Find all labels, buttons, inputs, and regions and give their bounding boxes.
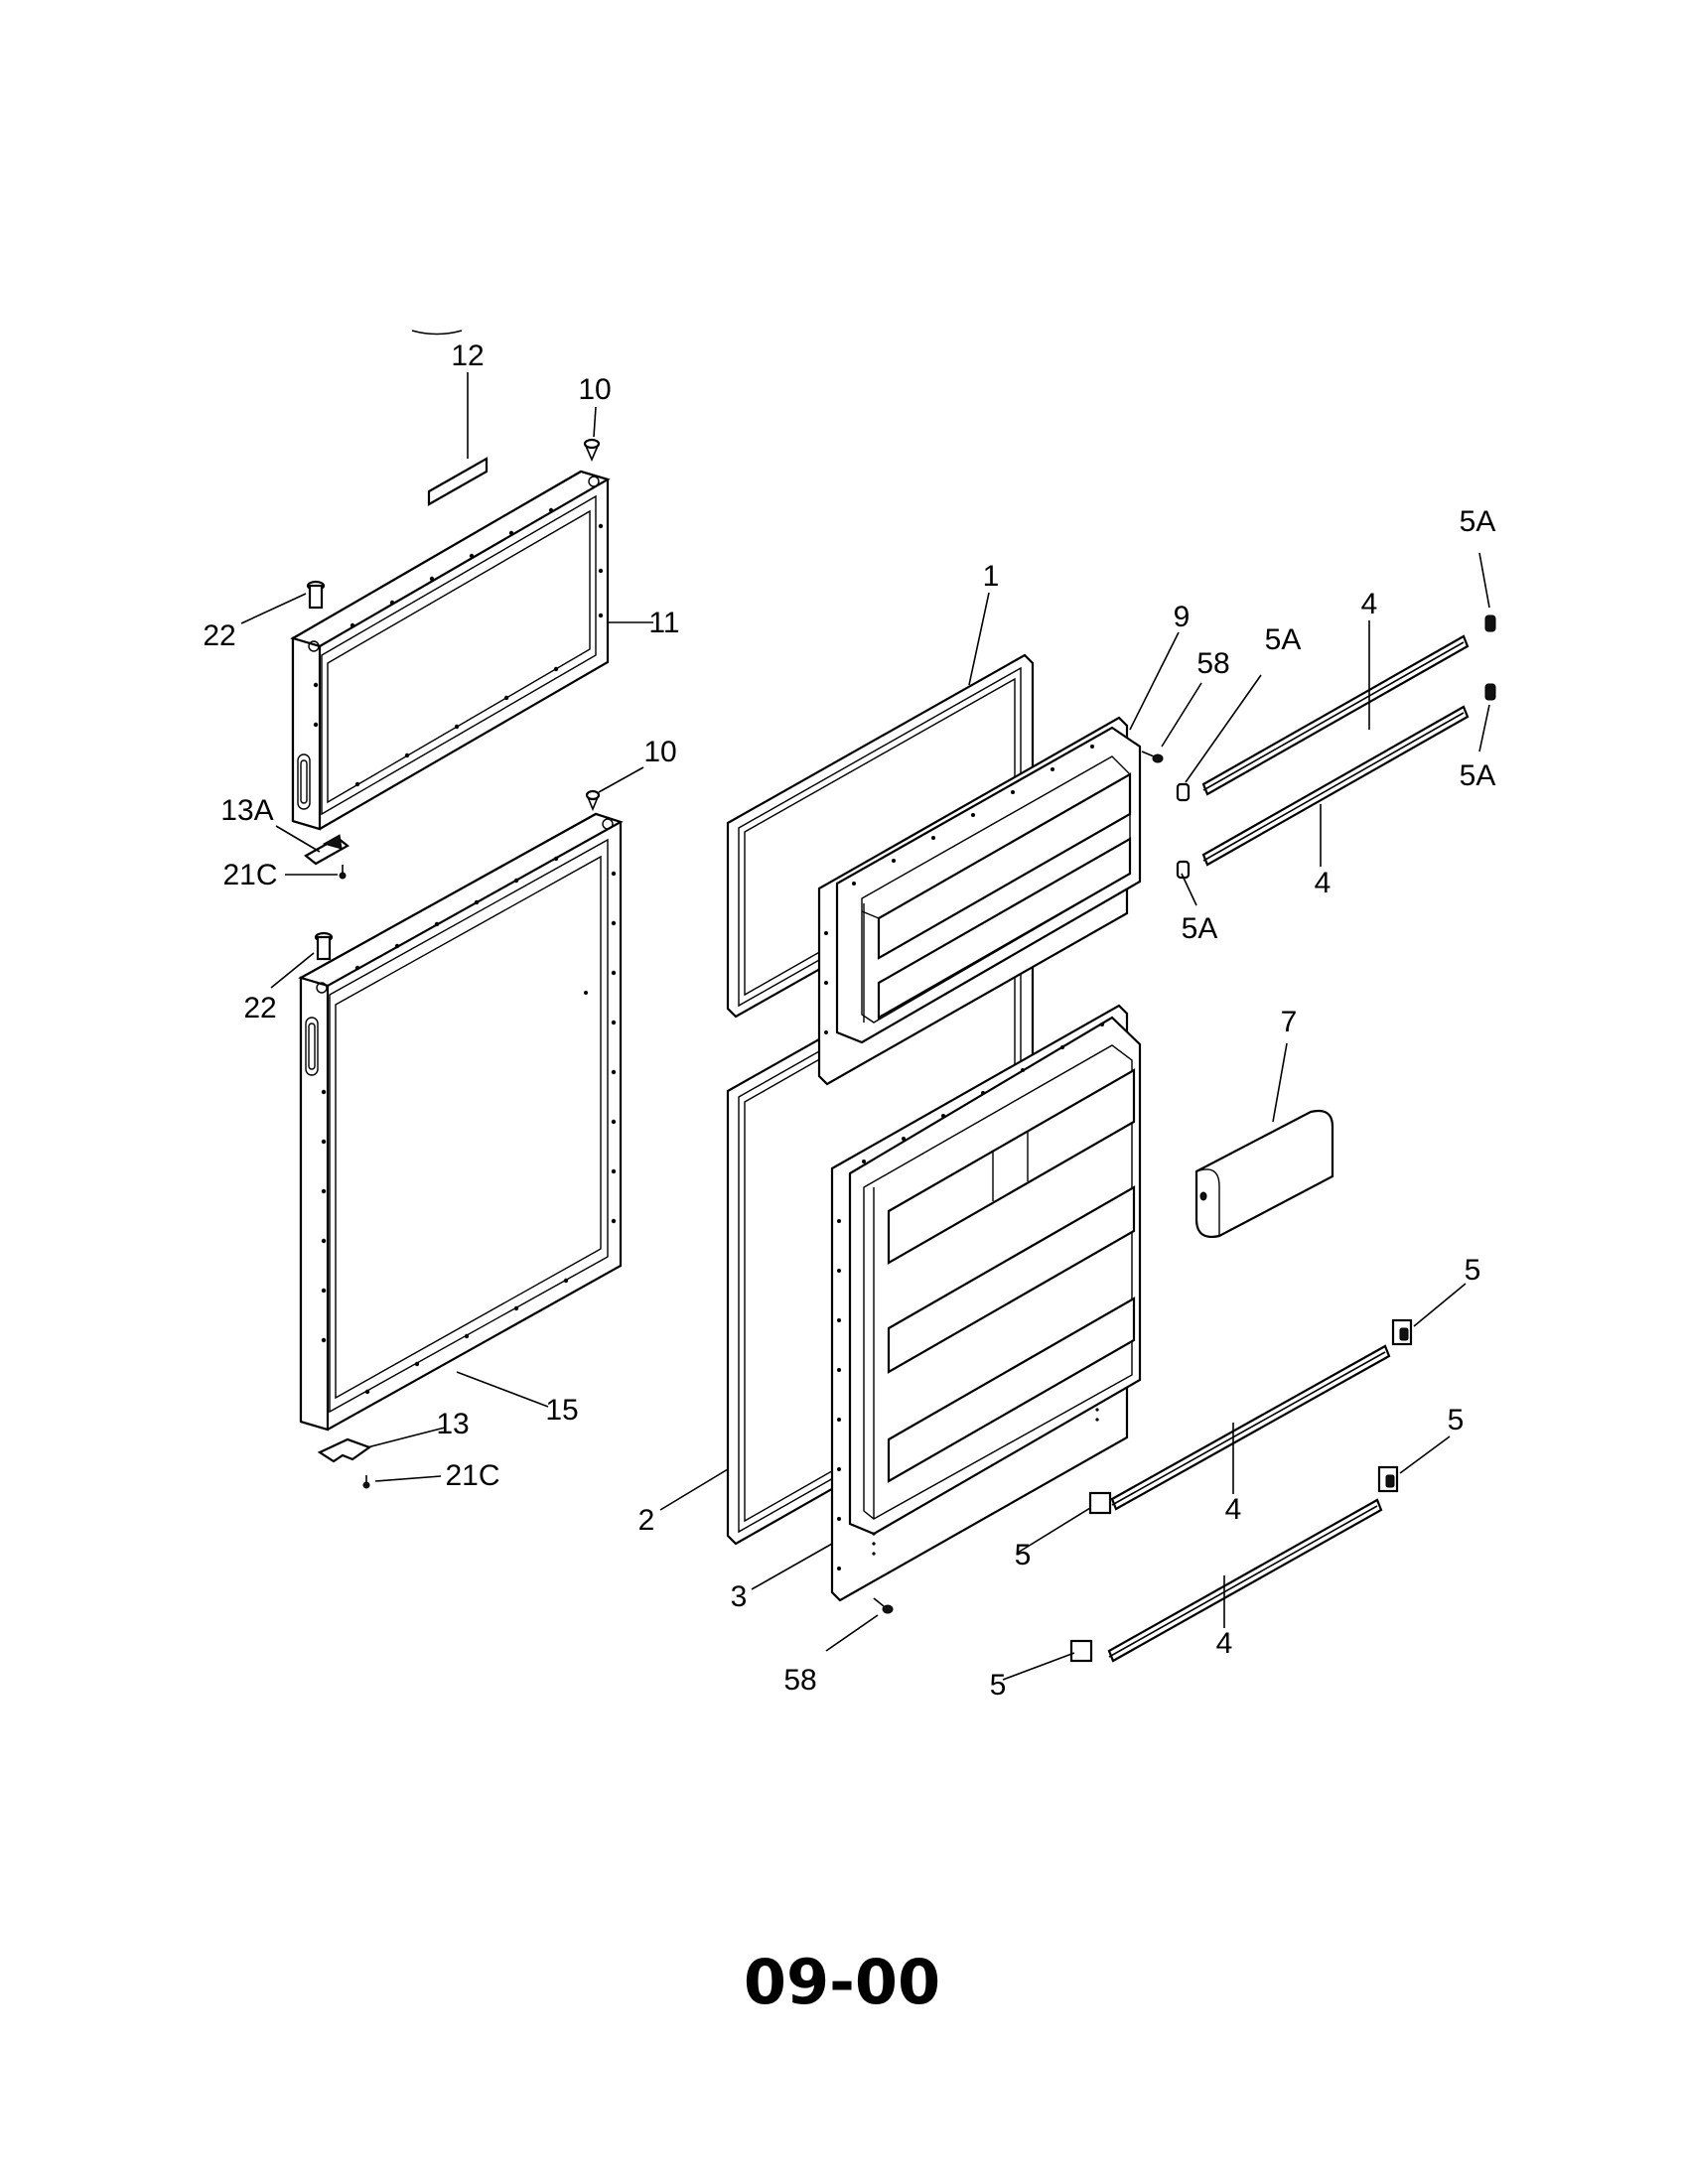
hinge-pin-top [583, 438, 601, 463]
leader-lines [240, 372, 1490, 1681]
callout-58-top: 58 [1196, 647, 1229, 680]
callout-11: 11 [648, 607, 679, 639]
fresh-food-inner-liner [830, 1004, 1142, 1602]
callout-13: 13 [436, 1408, 469, 1440]
callout-5-lower-right: 5 [1448, 1404, 1465, 1436]
callout-21c-top: 21C [222, 859, 277, 891]
callout-58-bottom: 58 [783, 1664, 816, 1697]
callout-4-upper-2: 4 [1315, 867, 1332, 899]
bottom-hinge [317, 1437, 372, 1463]
stray-mark [411, 330, 463, 336]
callout-2: 2 [638, 1504, 655, 1537]
callout-5-lower-left: 5 [990, 1669, 1007, 1702]
callout-10-mid: 10 [643, 736, 676, 768]
screw-58-top [1141, 751, 1164, 763]
callout-12: 12 [451, 340, 484, 372]
callout-22-mid: 22 [243, 992, 276, 1024]
bushing-top [306, 580, 326, 610]
fresh-food-liner-screws [837, 1023, 1104, 1570]
shelf-rail-lower-1 [1110, 1344, 1391, 1511]
callout-5-upper-right: 5 [1465, 1254, 1481, 1287]
end-cap-5a [1176, 614, 1496, 880]
freezer-door-screw-holes [313, 507, 604, 787]
dairy-door [1194, 1109, 1334, 1238]
callout-7: 7 [1281, 1006, 1298, 1038]
callout-5a-right-top: 5A [1460, 505, 1496, 538]
shelf-rail-upper-1 [1201, 634, 1470, 796]
callout-4-lower-2: 4 [1216, 1627, 1233, 1660]
screw-21c-bottom [362, 1475, 370, 1489]
callout-15: 15 [545, 1394, 578, 1427]
shelf-rail-upper-2 [1201, 705, 1470, 867]
bushing-mid [314, 931, 334, 961]
callout-5a-left-upper: 5A [1265, 623, 1302, 656]
hinge-13a [304, 834, 350, 866]
callout-10-top: 10 [578, 373, 611, 406]
screw-21c-top [339, 865, 347, 880]
callout-labels: 12 10 22 11 13A 21C 10 22 15 13 21C 1 9 … [203, 340, 1495, 1702]
freezer-door-panel [290, 470, 611, 831]
callout-5-upper-left: 5 [1015, 1539, 1032, 1571]
end-cap-5 [1069, 1318, 1413, 1663]
callout-4-upper-1: 4 [1361, 588, 1378, 620]
hinge-pin-mid [585, 789, 601, 812]
callout-3: 3 [731, 1580, 748, 1613]
callout-5a-right-bottom: 5A [1460, 759, 1496, 792]
callout-22-top: 22 [203, 619, 235, 652]
callout-1: 1 [983, 560, 1000, 593]
diagram-code: 09-00 [743, 1946, 941, 2018]
callout-4-lower-1: 4 [1225, 1493, 1242, 1526]
handle-trim [427, 457, 489, 506]
shelf-rail-lower-2 [1107, 1498, 1383, 1663]
fresh-food-door-screw-holes [321, 856, 617, 1395]
screw-58-bottom [873, 1597, 894, 1614]
callout-5a-left-lower: 5A [1182, 912, 1218, 945]
callout-13a: 13A [220, 794, 273, 827]
callout-9: 9 [1174, 601, 1191, 633]
callout-21c-bottom: 21C [445, 1459, 499, 1492]
freezer-liner-screws [824, 745, 1094, 1034]
freezer-inner-liner [817, 716, 1142, 1086]
fresh-food-door-panel [298, 812, 624, 1432]
